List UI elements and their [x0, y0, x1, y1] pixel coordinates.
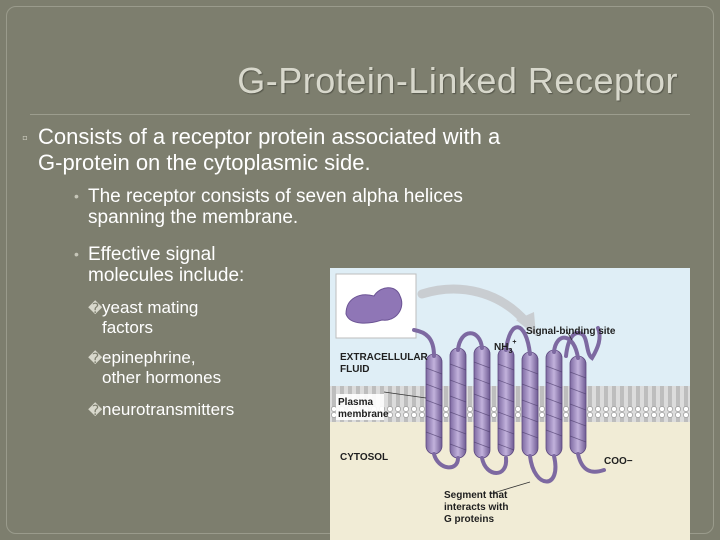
sub-bullet-helices: • The receptor consists of seven alpha h… — [74, 186, 608, 228]
list-item-line: other hormones — [102, 368, 222, 387]
signal-binding-site-label: Signal-binding site — [526, 326, 616, 337]
segment-label-2: interacts with — [444, 502, 508, 513]
sub-bullet-line: molecules include: — [88, 265, 245, 286]
main-bullet: ▫ Consists of a receptor protein associa… — [22, 124, 678, 176]
sub-bullet-line: spanning the membrane. — [88, 207, 299, 228]
bullet-dot-icon: • — [74, 188, 79, 204]
sub-bullet-line: The receptor consists of seven alpha hel… — [88, 186, 463, 207]
list-item-yeast: � yeast mating factors — [88, 298, 302, 338]
title-divider — [30, 114, 690, 115]
bullet-placeholder-icon: � — [88, 300, 103, 316]
main-bullet-line-1: Consists of a receptor protein associate… — [38, 124, 501, 149]
extracellular-label: EXTRACELLULAR — [340, 352, 429, 363]
binding-arrow-icon — [417, 284, 531, 327]
nh3-label: NH3+ — [494, 339, 516, 355]
slide-title: G-Protein-Linked Receptor — [237, 60, 678, 101]
fluid-label: FLUID — [340, 364, 369, 375]
bullet-placeholder-icon: � — [88, 402, 103, 418]
intracellular-loop — [432, 452, 460, 470]
cytosol-label: CYTOSOL — [340, 452, 388, 463]
segment-label-3: G proteins — [444, 514, 494, 525]
sub-bullet-line: Effective signal — [88, 244, 216, 265]
bullet-dot-icon: • — [74, 246, 79, 262]
list-item-line: neurotransmitters — [102, 400, 235, 419]
segment-label-1: Segment that — [444, 490, 508, 501]
coo-label: COO− — [604, 456, 633, 467]
list-item-line: epinephrine, — [102, 348, 196, 367]
plasma-label: Plasma — [338, 397, 373, 408]
receptor-helices — [425, 345, 587, 459]
intracellular-loop — [528, 454, 558, 484]
extracellular-loop — [552, 335, 580, 360]
extracellular-loop — [456, 331, 484, 352]
signal-molecule-shape — [345, 287, 403, 324]
list-item-line: factors — [102, 318, 154, 337]
membrane-label: membrane — [338, 409, 389, 420]
signal-binding-pocket — [564, 326, 602, 361]
sub-bullet-signals: • Effective signal molecules include: — [74, 244, 318, 286]
bullet-box-icon: ▫ — [22, 130, 28, 147]
c-terminal-tail — [576, 452, 606, 474]
main-bullet-line-2: G-protein on the cytoplasmic side. — [38, 150, 371, 175]
n-terminal-tail — [412, 328, 436, 358]
list-item-line: yeast mating — [102, 298, 199, 317]
extracellular-loop — [504, 325, 532, 356]
intracellular-loop — [480, 456, 509, 475]
list-item-epinephrine: � epinephrine, other hormones — [88, 348, 302, 388]
list-item-neurotransmitters: � neurotransmitters — [88, 400, 302, 420]
receptor-diagram: Signal-binding site NH3+ EXTRACELLULAR F… — [330, 268, 690, 540]
bullet-placeholder-icon: � — [88, 350, 103, 366]
